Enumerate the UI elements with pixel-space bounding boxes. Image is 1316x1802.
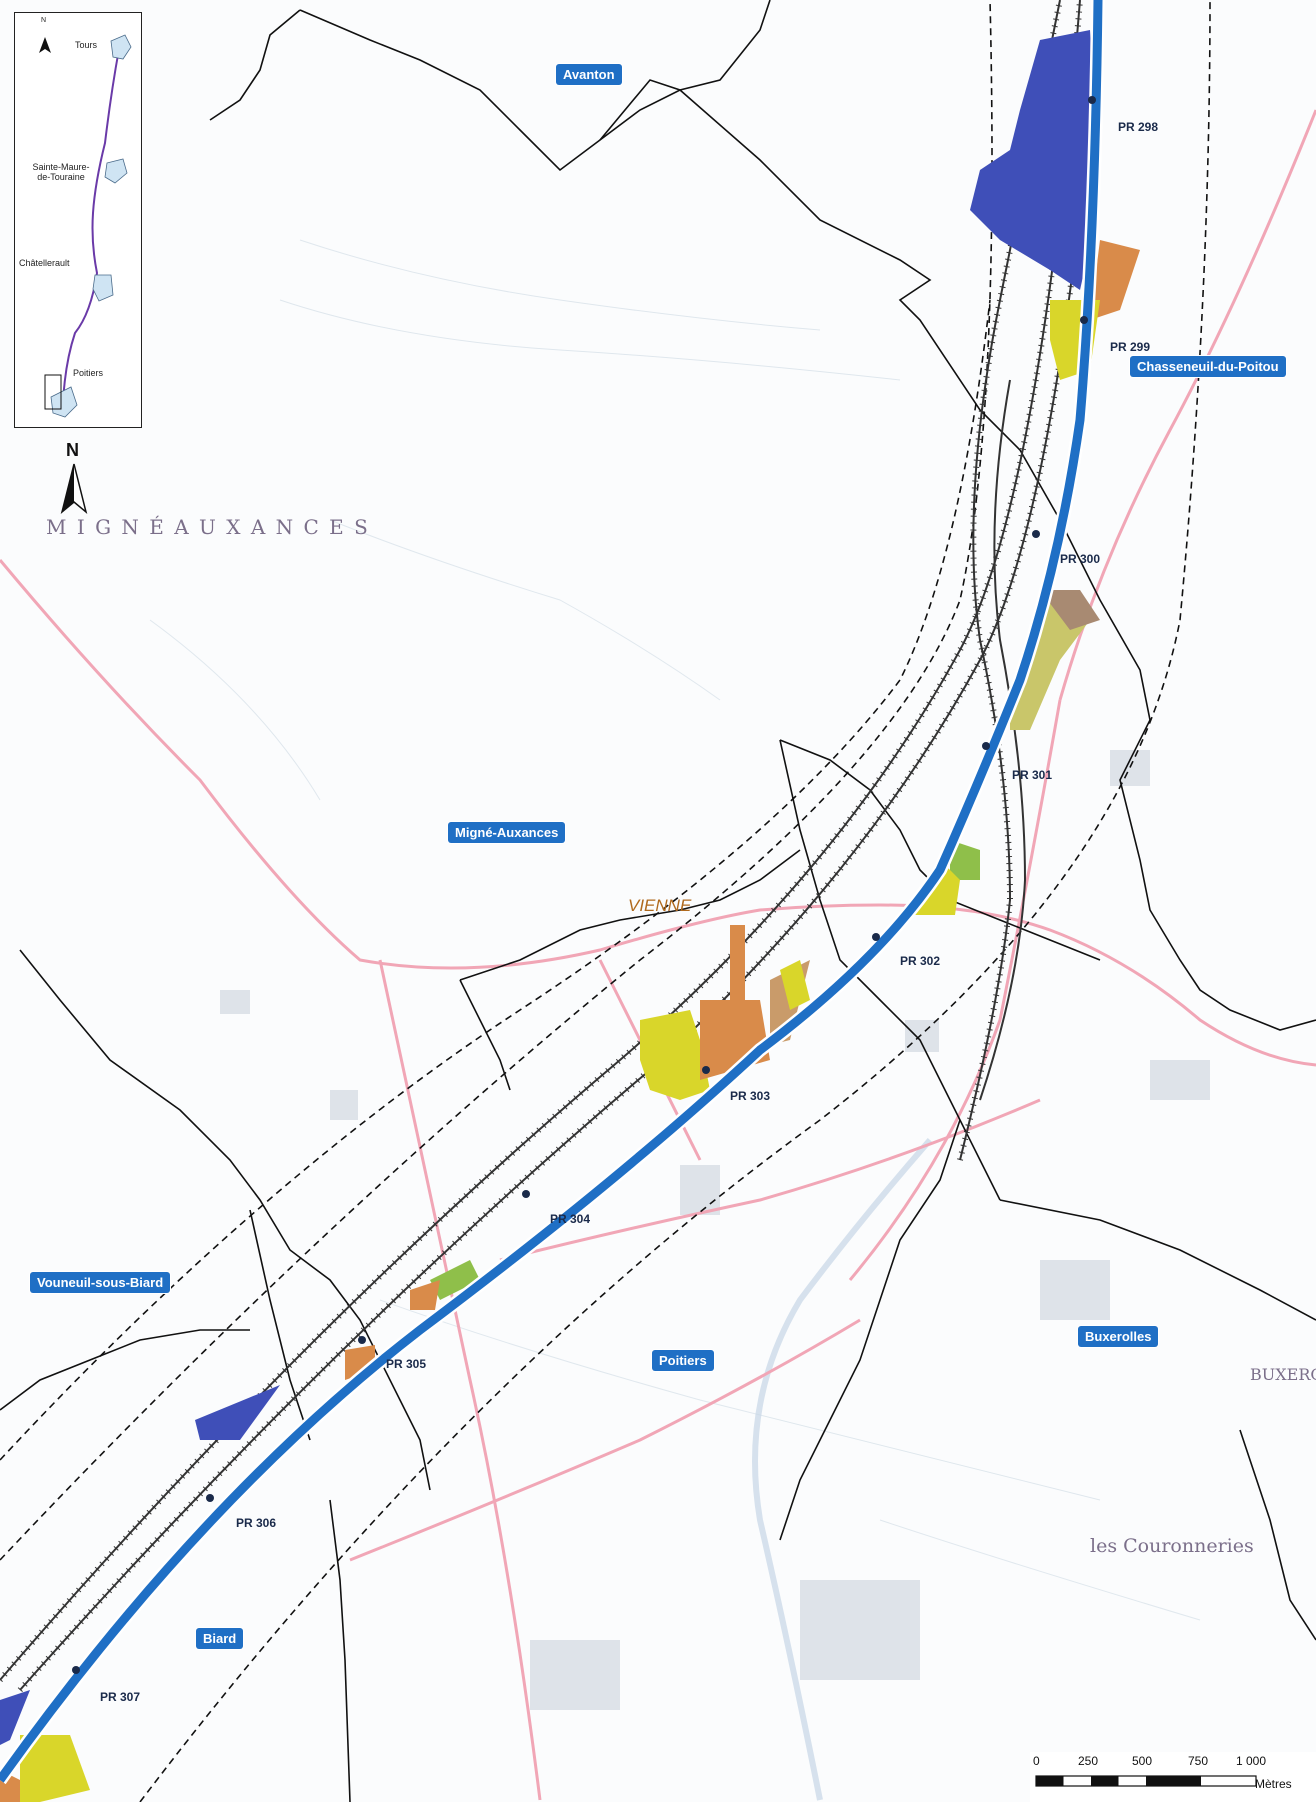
inset-city-tours [110, 34, 132, 60]
inset-map-svg [39, 34, 132, 418]
pr-label-300: PR 300 [1060, 552, 1101, 566]
pr-label-299: PR 299 [1110, 340, 1151, 354]
urban-areas [220, 750, 1210, 1710]
inset-city-poitiers [50, 386, 78, 418]
river-clain [752, 1138, 933, 1801]
pink-roads [0, 109, 1316, 1801]
zone-brown-300 [1040, 590, 1100, 630]
scale-bar-graphic [1035, 1775, 1257, 1787]
inset-label-tours: Tours [75, 40, 98, 50]
main-road-a10-center [0, 0, 1103, 1783]
zone-navy-307 [0, 1690, 30, 1745]
inset-label-poitiers: Poitiers [73, 368, 104, 378]
pr-dots [72, 96, 1096, 1674]
railways [0, 0, 1103, 1692]
commune-label-avanton: Avanton [556, 64, 622, 85]
pr-label-302: PR 302 [900, 954, 941, 968]
pr-label-305: PR 305 [386, 1357, 427, 1371]
commune-label-biard: Biard [196, 1628, 244, 1649]
place-couronneries: les Couronneries [1090, 1535, 1254, 1557]
north-arrow: N [54, 440, 94, 520]
scale-tick-0: 0 [1033, 1754, 1040, 1768]
place-migne-auxances-large: M I G N É A U X A N C E S [46, 515, 370, 539]
zone-navy-306 [195, 1385, 280, 1440]
commune-label-chasseneuil: Chasseneuil-du-Poitou [1130, 356, 1286, 377]
zone-yellow-303 [640, 1010, 710, 1100]
commune-label-migne: Migné-Auxances [448, 822, 566, 843]
project-zones [0, 30, 1140, 1802]
north-arrow-icon [60, 463, 88, 515]
zone-orange2-305 [410, 1280, 440, 1310]
pr-label-306: PR 306 [236, 1516, 277, 1530]
terrain-texture [149, 239, 1201, 1621]
north-arrow-icon [39, 37, 51, 53]
inset-location-map: N Tours Sainte-Maure- de-Touraine Châtel… [14, 12, 142, 428]
commune-label-poitiers: Poitiers [652, 1350, 714, 1371]
inset-north-label: N [41, 17, 47, 24]
inset-extent-box [44, 374, 62, 410]
corridor-dashed-lines [0, 0, 1211, 1802]
zone-green-302 [950, 840, 980, 880]
scale-tick-750: 750 [1188, 1754, 1209, 1768]
scale-tick-1000: 1 000 [1236, 1754, 1267, 1768]
inset-city-chatellerault [92, 274, 114, 302]
zone-orange-north [1090, 240, 1140, 320]
pr-label-303: PR 303 [730, 1089, 771, 1103]
scale-bar: 0 250 500 750 1 000 Mètres [1030, 1752, 1316, 1802]
pr-label-307: PR 307 [100, 1690, 141, 1704]
inset-label-sainte-maure: Sainte-Maure- de-Touraine [32, 162, 90, 182]
zone-orange-303 [700, 925, 770, 1080]
inset-city-sainte-maure [104, 158, 128, 184]
zone-green-305 [430, 1260, 480, 1300]
department-label: VIENNE [628, 896, 692, 915]
commune-label-buxerolles: Buxerolles [1078, 1326, 1159, 1347]
pr-label-298: PR 298 [1118, 120, 1159, 134]
inset-route-line [62, 48, 120, 404]
zone-navy-north [970, 30, 1100, 290]
place-buxerolles-edge: BUXERO [1250, 1365, 1316, 1384]
scale-tick-250: 250 [1078, 1754, 1099, 1768]
scale-tick-500: 500 [1132, 1754, 1153, 1768]
zone-yellow-307 [20, 1735, 90, 1802]
north-arrow-letter: N [66, 440, 79, 460]
inset-label-chatellerault: Châtellerault [19, 258, 70, 268]
zone-yellow2-303 [780, 960, 810, 1010]
pr-label-304: PR 304 [550, 1212, 591, 1226]
commune-label-vouneuil: Vouneuil-sous-Biard [30, 1272, 171, 1293]
scale-unit: Mètres [1255, 1777, 1292, 1791]
pr-label-301: PR 301 [1012, 768, 1053, 782]
